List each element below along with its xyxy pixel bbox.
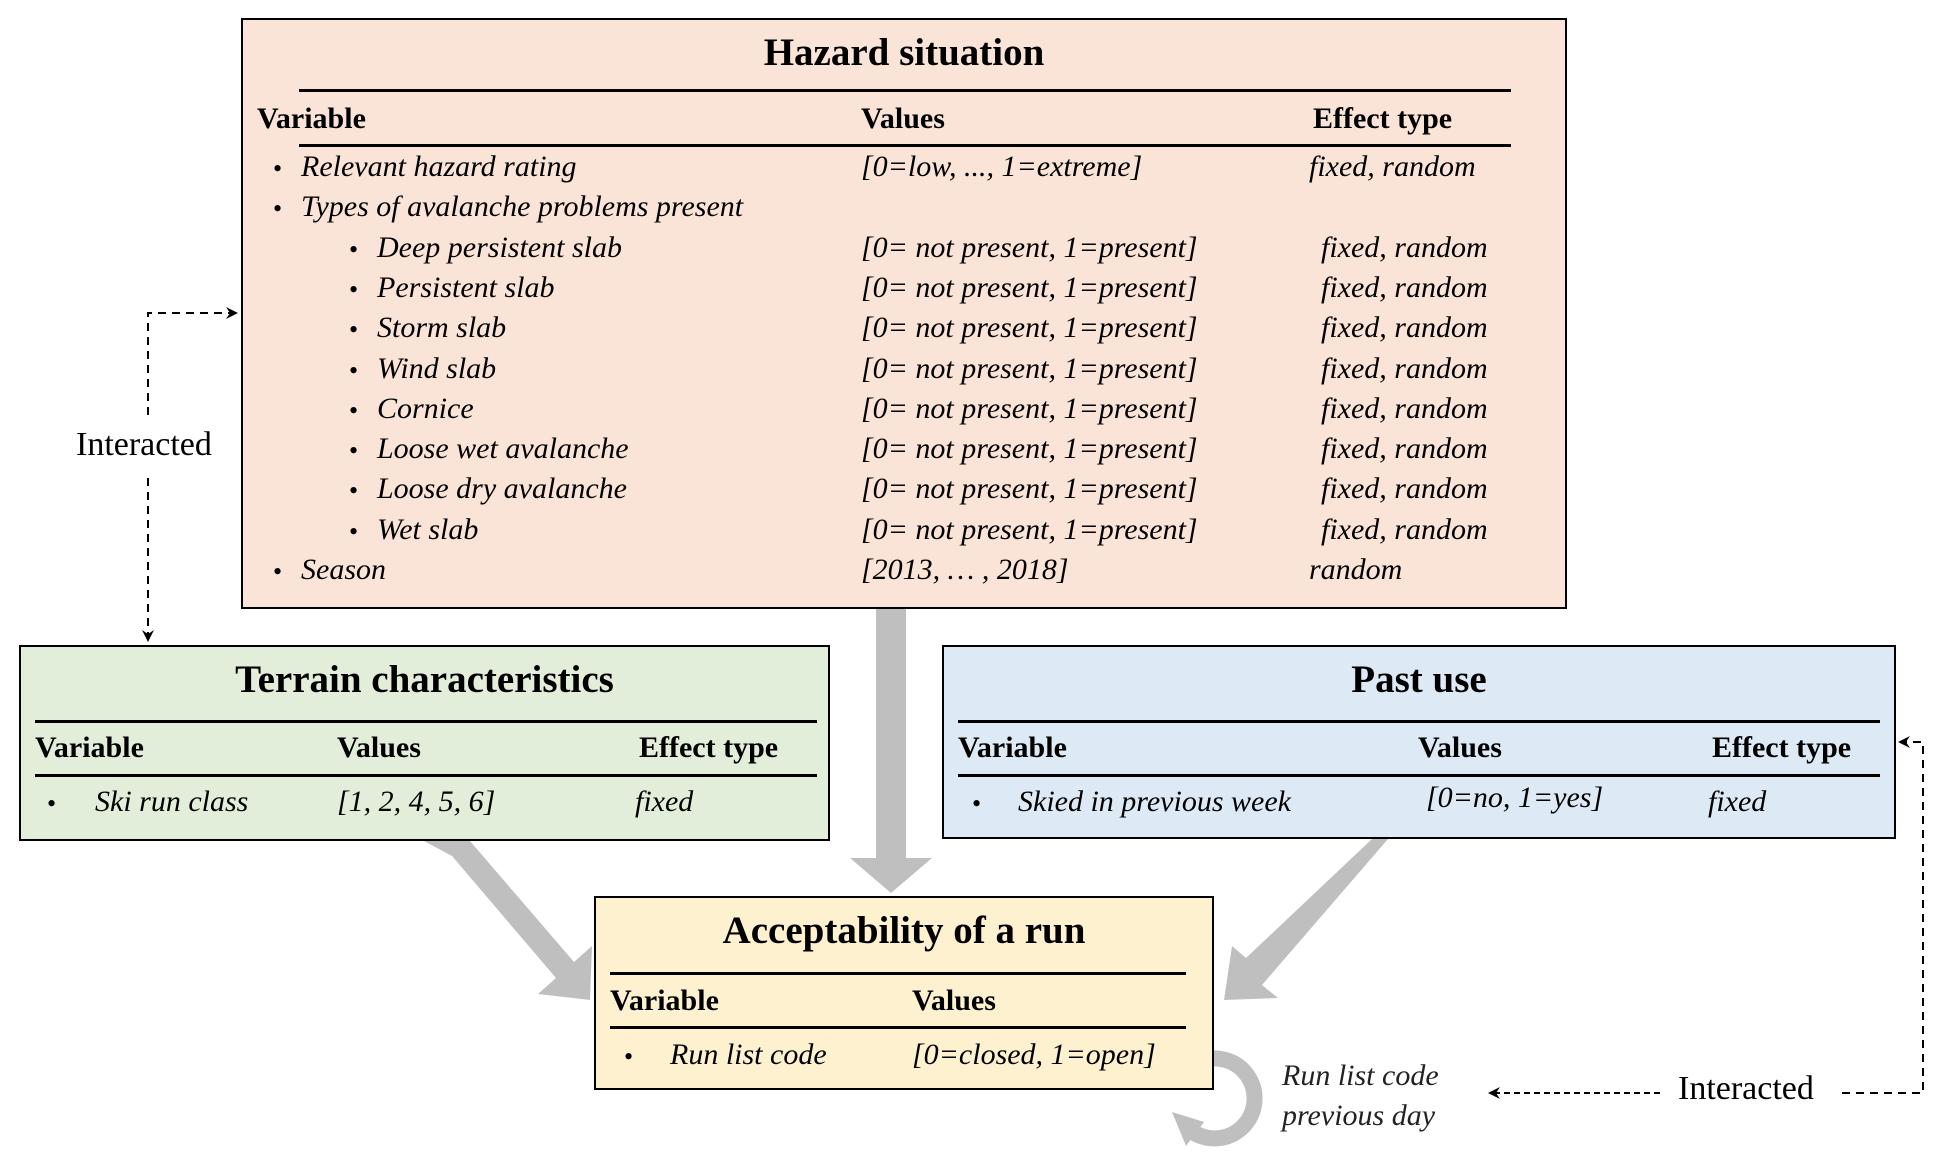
- effect-cell: fixed, random: [1321, 391, 1488, 425]
- variable-cell: Loose wet avalanche: [377, 432, 629, 466]
- variable-cell: Season: [301, 553, 386, 586]
- divider: [35, 720, 817, 723]
- divider: [299, 144, 1511, 147]
- values-cell: [0=low, ..., 1=extreme]: [861, 150, 1143, 183]
- bullet: •: [349, 476, 359, 506]
- values-cell: [0= not present, 1=present]: [861, 311, 1198, 345]
- col-header-effect-type: Effect type: [1712, 731, 1852, 764]
- variable-cell: Wet slab: [377, 512, 479, 546]
- values-cell: [1, 2, 4, 5, 6]: [337, 785, 496, 818]
- accept-title: Acceptability of a run: [722, 909, 1086, 952]
- arrow-hazard-to-accept: [850, 609, 932, 893]
- variable-cell: Storm slab: [377, 311, 507, 345]
- variable-cell: Wind slab: [377, 351, 497, 385]
- variable-cell: Run list code: [670, 1038, 827, 1071]
- values-cell: [0= not present, 1=present]: [861, 351, 1198, 385]
- col-header-variable: Variable: [257, 102, 366, 135]
- values-cell: [0= not present, 1=present]: [861, 391, 1198, 425]
- col-header-effect-type: Effect type: [639, 731, 779, 764]
- values-cell: [0=no, 1=yes]: [1426, 781, 1604, 814]
- bullet: •: [349, 516, 359, 546]
- variable-cell: Deep persistent slab: [377, 230, 622, 264]
- effect-cell: random: [1309, 553, 1403, 586]
- col-header-variable: Variable: [958, 731, 1067, 764]
- divider: [35, 774, 817, 777]
- left-interaction-connector: [147, 307, 238, 415]
- arrow-terrain-to-accept: [424, 841, 592, 1000]
- acceptability-box: Acceptability of a run Variable Values •…: [594, 896, 1214, 1090]
- loop-label: Run list code previous day: [1282, 1059, 1439, 1132]
- values-cell: [0= not present, 1=present]: [861, 512, 1198, 546]
- variable-cell: Types of avalanche problems present: [301, 190, 744, 224]
- bullet: •: [349, 436, 359, 466]
- bullet: •: [273, 194, 283, 224]
- hazard-situation-box: Hazard situation Variable Values Effect …: [241, 18, 1567, 609]
- effect-cell: fixed, random: [1321, 230, 1488, 264]
- divider: [958, 774, 1880, 777]
- values-cell: [0= not present, 1=present]: [861, 432, 1198, 466]
- col-header-effect-type: Effect type: [1313, 102, 1453, 135]
- arrow-pastuse-to-accept: [1224, 839, 1388, 1000]
- bullet: •: [273, 557, 283, 586]
- variable-cell: Skied in previous week: [1018, 785, 1291, 818]
- col-header-values: Values: [337, 731, 421, 764]
- col-header-values: Values: [1418, 731, 1502, 764]
- left-interacted-label: Interacted: [70, 426, 218, 464]
- variable-cell: Ski run class: [95, 785, 249, 818]
- effect-cell: fixed, random: [1321, 270, 1488, 304]
- variable-cell: Cornice: [377, 391, 474, 425]
- right-interaction-connector: [1842, 736, 1924, 1094]
- effect-cell: fixed: [1708, 785, 1767, 818]
- divider: [299, 89, 1511, 92]
- col-header-values: Values: [912, 984, 996, 1017]
- variable-cell: Relevant hazard rating: [301, 150, 577, 183]
- right-interacted-label: Interacted: [1672, 1070, 1820, 1108]
- variable-cell: Loose dry avalanche: [377, 472, 627, 506]
- divider: [610, 972, 1186, 975]
- bullet: •: [349, 234, 359, 264]
- values-cell: [2013, … , 2018]: [861, 553, 1069, 586]
- values-cell: [0= not present, 1=present]: [861, 270, 1198, 304]
- effect-cell: fixed, random: [1321, 432, 1488, 466]
- bullet: •: [47, 789, 57, 818]
- effect-cell: fixed, random: [1321, 472, 1488, 506]
- effect-cell: fixed: [635, 785, 694, 818]
- values-cell: [0= not present, 1=present]: [861, 472, 1198, 506]
- bullet: •: [972, 789, 982, 818]
- divider: [610, 1026, 1186, 1029]
- bullet: •: [349, 315, 359, 345]
- pastuse-title: Past use: [1351, 658, 1487, 701]
- col-header-values: Values: [861, 102, 945, 135]
- bullet: •: [273, 154, 283, 183]
- divider: [958, 720, 1880, 723]
- col-header-variable: Variable: [35, 731, 144, 764]
- bullet: •: [349, 274, 359, 304]
- values-cell: [0= not present, 1=present]: [861, 230, 1198, 264]
- values-cell: [0=closed, 1=open]: [912, 1038, 1156, 1071]
- effect-cell: fixed, random: [1321, 512, 1488, 546]
- past-use-box: Past use Variable Values Effect type • S…: [942, 645, 1896, 839]
- variable-cell: Persistent slab: [377, 270, 555, 304]
- bullet: •: [624, 1042, 634, 1071]
- loop-arrow-icon: [1185, 1050, 1263, 1147]
- effect-cell: fixed, random: [1321, 351, 1488, 385]
- col-header-variable: Variable: [610, 984, 719, 1017]
- bullet: •: [349, 355, 359, 385]
- effect-cell: fixed, random: [1321, 311, 1488, 345]
- hazard-title: Hazard situation: [763, 31, 1045, 74]
- terrain-characteristics-box: Terrain characteristics Variable Values …: [19, 645, 830, 841]
- bullet: •: [349, 395, 359, 425]
- effect-cell: fixed, random: [1309, 150, 1476, 183]
- terrain-title: Terrain characteristics: [235, 658, 614, 701]
